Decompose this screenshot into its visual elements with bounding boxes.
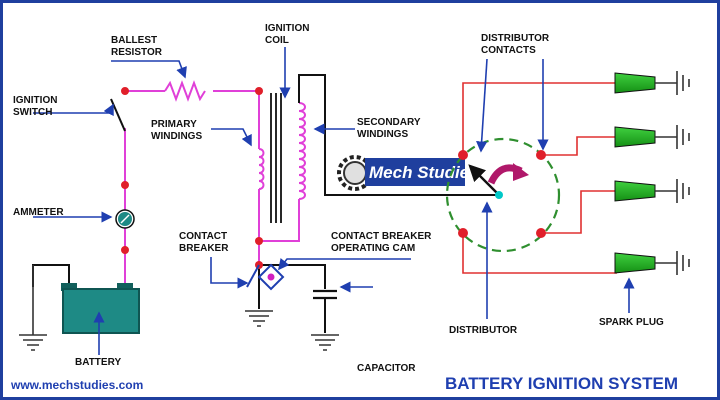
- contact-breaker: [246, 263, 285, 291]
- label-arrows: [33, 47, 635, 355]
- ballest-resistor-label: BALLEST RESISTOR: [111, 35, 163, 58]
- secondary-windings-label: SECONDARY WINDINGS: [357, 117, 423, 140]
- ammeter-label: AMMETER: [13, 207, 64, 218]
- spark-plug-label: SPARK PLUG: [599, 317, 664, 328]
- ignition-coil: [258, 74, 499, 223]
- spark-plug-1: [614, 71, 690, 95]
- contact-breaker-label: CONTACT BREAKER: [179, 231, 230, 254]
- circuit-nodes: [121, 87, 263, 269]
- battery-body: [61, 283, 140, 334]
- diagram-title: BATTERY IGNITION SYSTEM: [445, 374, 678, 393]
- mechstudies-logo: Mech Studies: [337, 155, 479, 191]
- ground-symbol-capacitor: [311, 334, 339, 351]
- ignition-switch: [110, 87, 129, 132]
- ground-symbol-breaker: [245, 310, 273, 327]
- primary-windings-label: PRIMARY WINDINGS: [151, 119, 202, 142]
- distributor-wires: [462, 82, 617, 274]
- spark-plug-2: [614, 125, 690, 149]
- ground-symbol-battery: [19, 265, 47, 351]
- battery-label: BATTERY: [75, 357, 121, 368]
- distributor-label: DISTRIBUTOR: [449, 325, 518, 336]
- operating-cam-label: CONTACT BREAKER OPERATING CAM: [331, 231, 434, 254]
- ignition-diagram: Mech Studies: [10, 23, 690, 393]
- distributor-contacts-label: DISTRIBUTOR CONTACTS: [481, 33, 552, 56]
- ballest-resistor: [164, 80, 206, 102]
- website-url: www.mechstudies.com: [10, 378, 143, 392]
- spark-plug-4: [614, 251, 690, 275]
- spark-plug-3: [614, 179, 690, 203]
- ammeter-gauge: [115, 209, 135, 229]
- capacitor-label: CAPACITOR: [357, 363, 416, 374]
- ignition-coil-label: IGNITION COIL: [265, 23, 312, 46]
- ignition-switch-label: IGNITION SWITCH: [13, 95, 60, 118]
- distributor: [445, 137, 561, 253]
- logo-text: Mech Studies: [369, 163, 479, 182]
- capacitor: [313, 289, 337, 300]
